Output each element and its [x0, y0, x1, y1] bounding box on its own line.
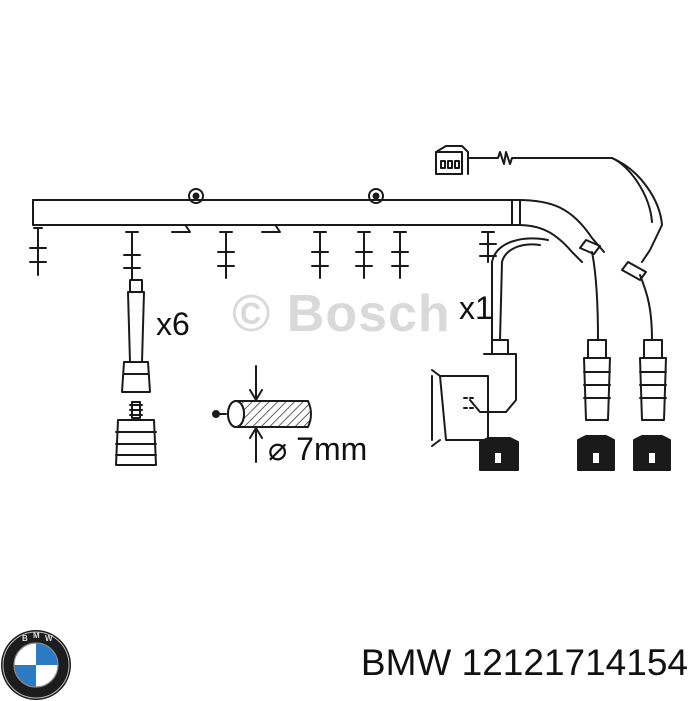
bosch-watermark: © Bosch	[232, 285, 451, 343]
brand-name: BMW	[360, 642, 452, 683]
cable-cross-section	[212, 365, 312, 463]
bmw-logo: B M W	[1, 630, 71, 700]
quantity-x1-label: x1	[459, 290, 493, 326]
part-caption: BMW 12121714154	[361, 642, 688, 684]
right-boot-angled	[431, 339, 519, 471]
diameter-label: ⌀ 7mm	[268, 431, 368, 467]
svg-text:B: B	[22, 634, 28, 643]
right-leads	[431, 237, 671, 471]
right-boot-1	[577, 339, 615, 471]
sensor-connector	[435, 145, 663, 281]
svg-text:M: M	[33, 631, 40, 640]
svg-text:W: W	[45, 634, 53, 643]
quantity-x6-label: x6	[156, 306, 190, 342]
plug-detail-x6	[115, 279, 157, 466]
part-number: 12121714154	[461, 642, 688, 683]
cable-stubs	[29, 227, 497, 281]
harness-rail	[32, 188, 605, 263]
right-boot-2	[633, 339, 671, 471]
